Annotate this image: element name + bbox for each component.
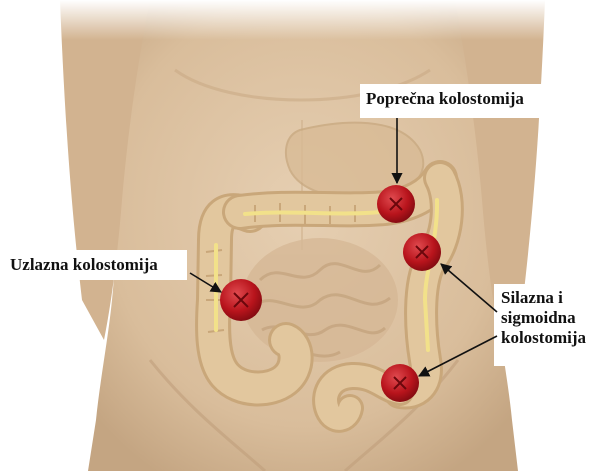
label-descending-line-3: kolostomija [501,328,586,348]
top-fade [0,0,603,40]
small-intestine [242,238,398,362]
label-descending-sigmoid-colostomy: Silazna i sigmoidna kolostomija [501,288,586,348]
label-transverse-colostomy: Poprečna kolostomija [366,89,524,109]
stoma-ascending [220,279,262,321]
stoma-sigmoid [381,364,419,402]
label-descending-line-2: sigmoidna [501,308,586,328]
stoma-descending-upper [403,233,441,271]
stoma-transverse [377,185,415,223]
label-ascending-colostomy: Uzlazna kolostomija [10,255,158,275]
label-descending-line-1: Silazna i [501,288,586,308]
